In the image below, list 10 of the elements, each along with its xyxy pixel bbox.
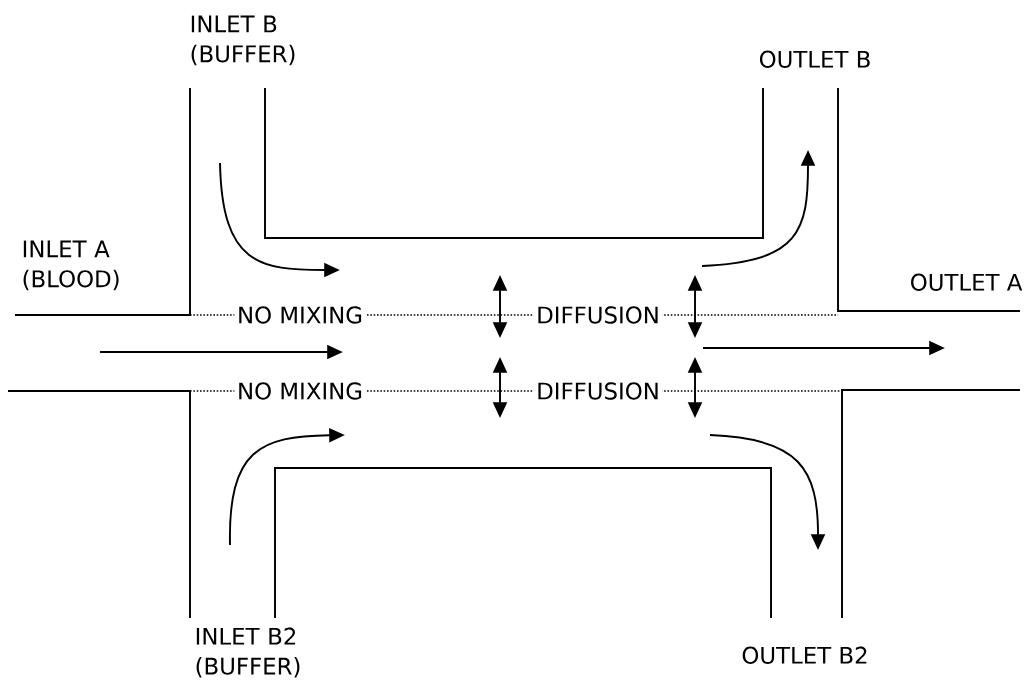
inlet-label: INLET B (BUFFER) xyxy=(191,15,295,66)
region-label: DIFFUSION xyxy=(533,303,663,327)
inlet-label: INLET A (BLOOD) xyxy=(23,240,119,291)
outlet-label: OUTLET B xyxy=(759,50,870,68)
outlet-label: OUTLET B2 xyxy=(742,646,867,664)
region-label: DIFFUSION xyxy=(533,379,663,403)
inlet-label: INLET B2 (BUFFER) xyxy=(196,627,300,678)
outlet-label: OUTLET A xyxy=(911,273,1023,291)
region-label: NO MIXING xyxy=(234,379,366,403)
region-label: NO MIXING xyxy=(234,303,366,327)
